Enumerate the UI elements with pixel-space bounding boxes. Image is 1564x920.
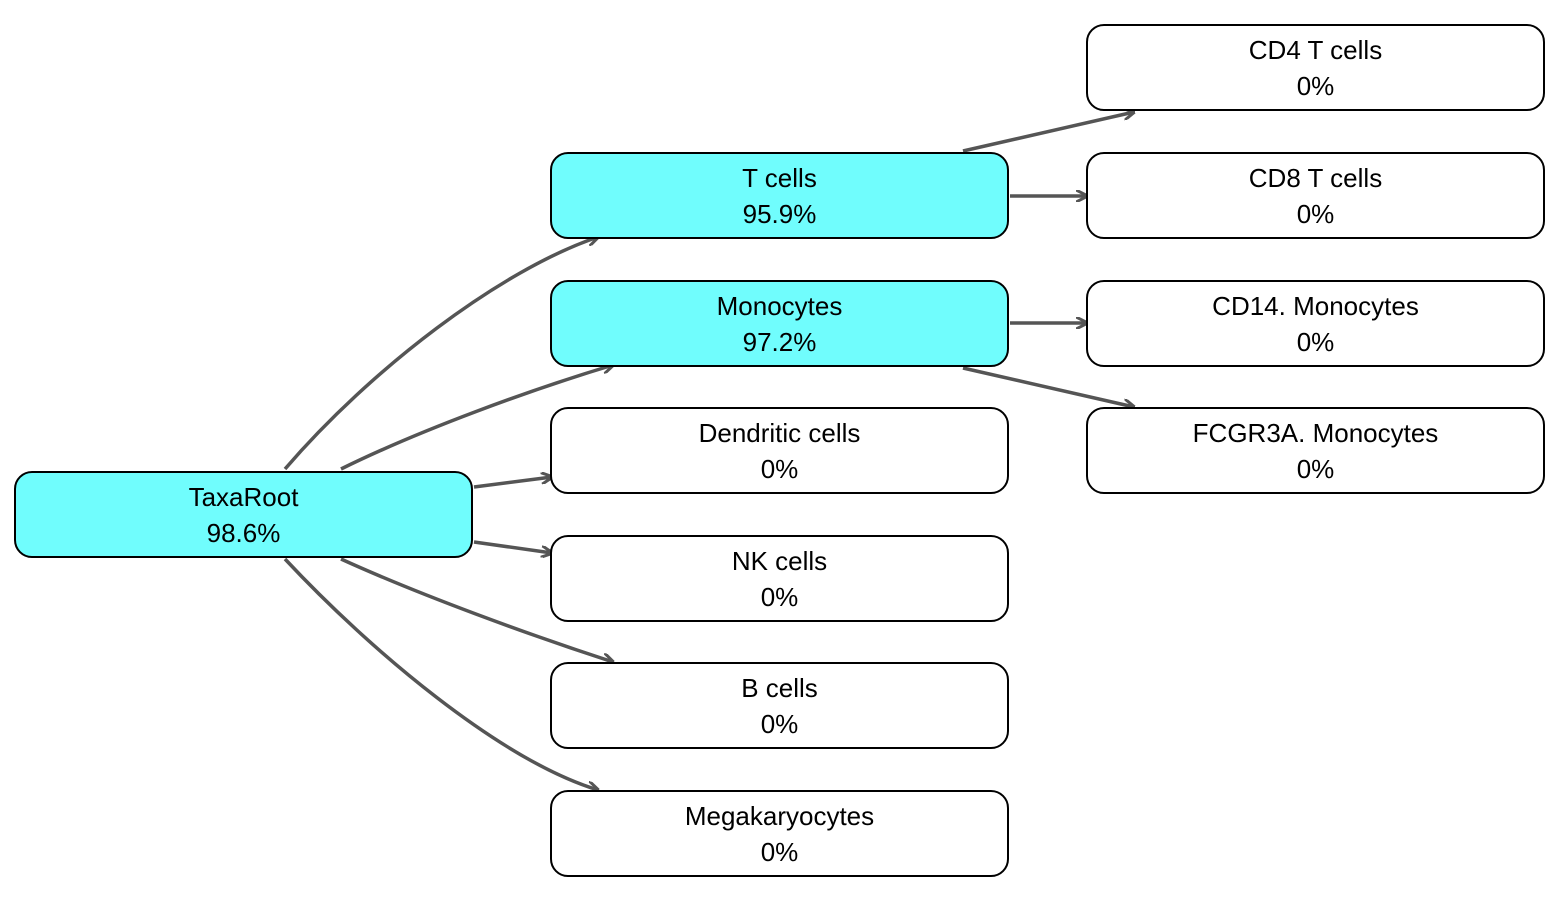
node-label: T cells bbox=[742, 162, 817, 193]
node-label: CD14. Monocytes bbox=[1212, 290, 1419, 321]
node-cd4-t-cells[interactable]: CD4 T cells 0% bbox=[1086, 24, 1545, 111]
edge-root-tcells bbox=[283, 237, 598, 471]
edge-root-megakaryocytes bbox=[283, 557, 598, 790]
edge-root-bcells bbox=[340, 557, 613, 662]
node-value: 0% bbox=[1296, 70, 1335, 101]
node-value: 0% bbox=[1296, 198, 1335, 229]
node-label: FCGR3A. Monocytes bbox=[1192, 417, 1439, 448]
node-taxaroot[interactable]: TaxaRoot 98.6% bbox=[14, 471, 473, 558]
node-value: 0% bbox=[760, 708, 799, 739]
node-value: 98.6% bbox=[206, 517, 281, 548]
node-label: Monocytes bbox=[716, 290, 843, 321]
node-value: 95.9% bbox=[742, 198, 817, 229]
edge-root-dendritic bbox=[473, 477, 552, 489]
node-monocytes[interactable]: Monocytes 97.2% bbox=[550, 280, 1009, 367]
node-label: Dendritic cells bbox=[698, 417, 861, 448]
node-label: CD4 T cells bbox=[1248, 34, 1383, 65]
node-value: 0% bbox=[1296, 453, 1335, 484]
node-label: B cells bbox=[741, 672, 818, 703]
edge-root-nk bbox=[473, 540, 552, 553]
node-t-cells[interactable]: T cells 95.9% bbox=[550, 152, 1009, 239]
node-value: 0% bbox=[760, 453, 799, 484]
node-label: CD8 T cells bbox=[1248, 162, 1383, 193]
node-value: 0% bbox=[760, 836, 799, 867]
edge-tcells-cd4 bbox=[962, 112, 1134, 153]
node-value: 97.2% bbox=[742, 326, 817, 357]
node-label: Megakaryocytes bbox=[684, 800, 875, 831]
node-fcgr3a-monocytes[interactable]: FCGR3A. Monocytes 0% bbox=[1086, 407, 1545, 494]
edge-root-monocytes bbox=[340, 365, 613, 471]
node-label: TaxaRoot bbox=[188, 481, 299, 512]
node-b-cells[interactable]: B cells 0% bbox=[550, 662, 1009, 749]
node-label: NK cells bbox=[731, 545, 828, 576]
node-nk-cells[interactable]: NK cells 0% bbox=[550, 535, 1009, 622]
node-value: 0% bbox=[1296, 326, 1335, 357]
node-dendritic-cells[interactable]: Dendritic cells 0% bbox=[550, 407, 1009, 494]
edge-monocytes-fcgr3a bbox=[962, 366, 1134, 407]
node-value: 0% bbox=[760, 581, 799, 612]
node-megakaryocytes[interactable]: Megakaryocytes 0% bbox=[550, 790, 1009, 877]
node-cd14-monocytes[interactable]: CD14. Monocytes 0% bbox=[1086, 280, 1545, 367]
node-cd8-t-cells[interactable]: CD8 T cells 0% bbox=[1086, 152, 1545, 239]
